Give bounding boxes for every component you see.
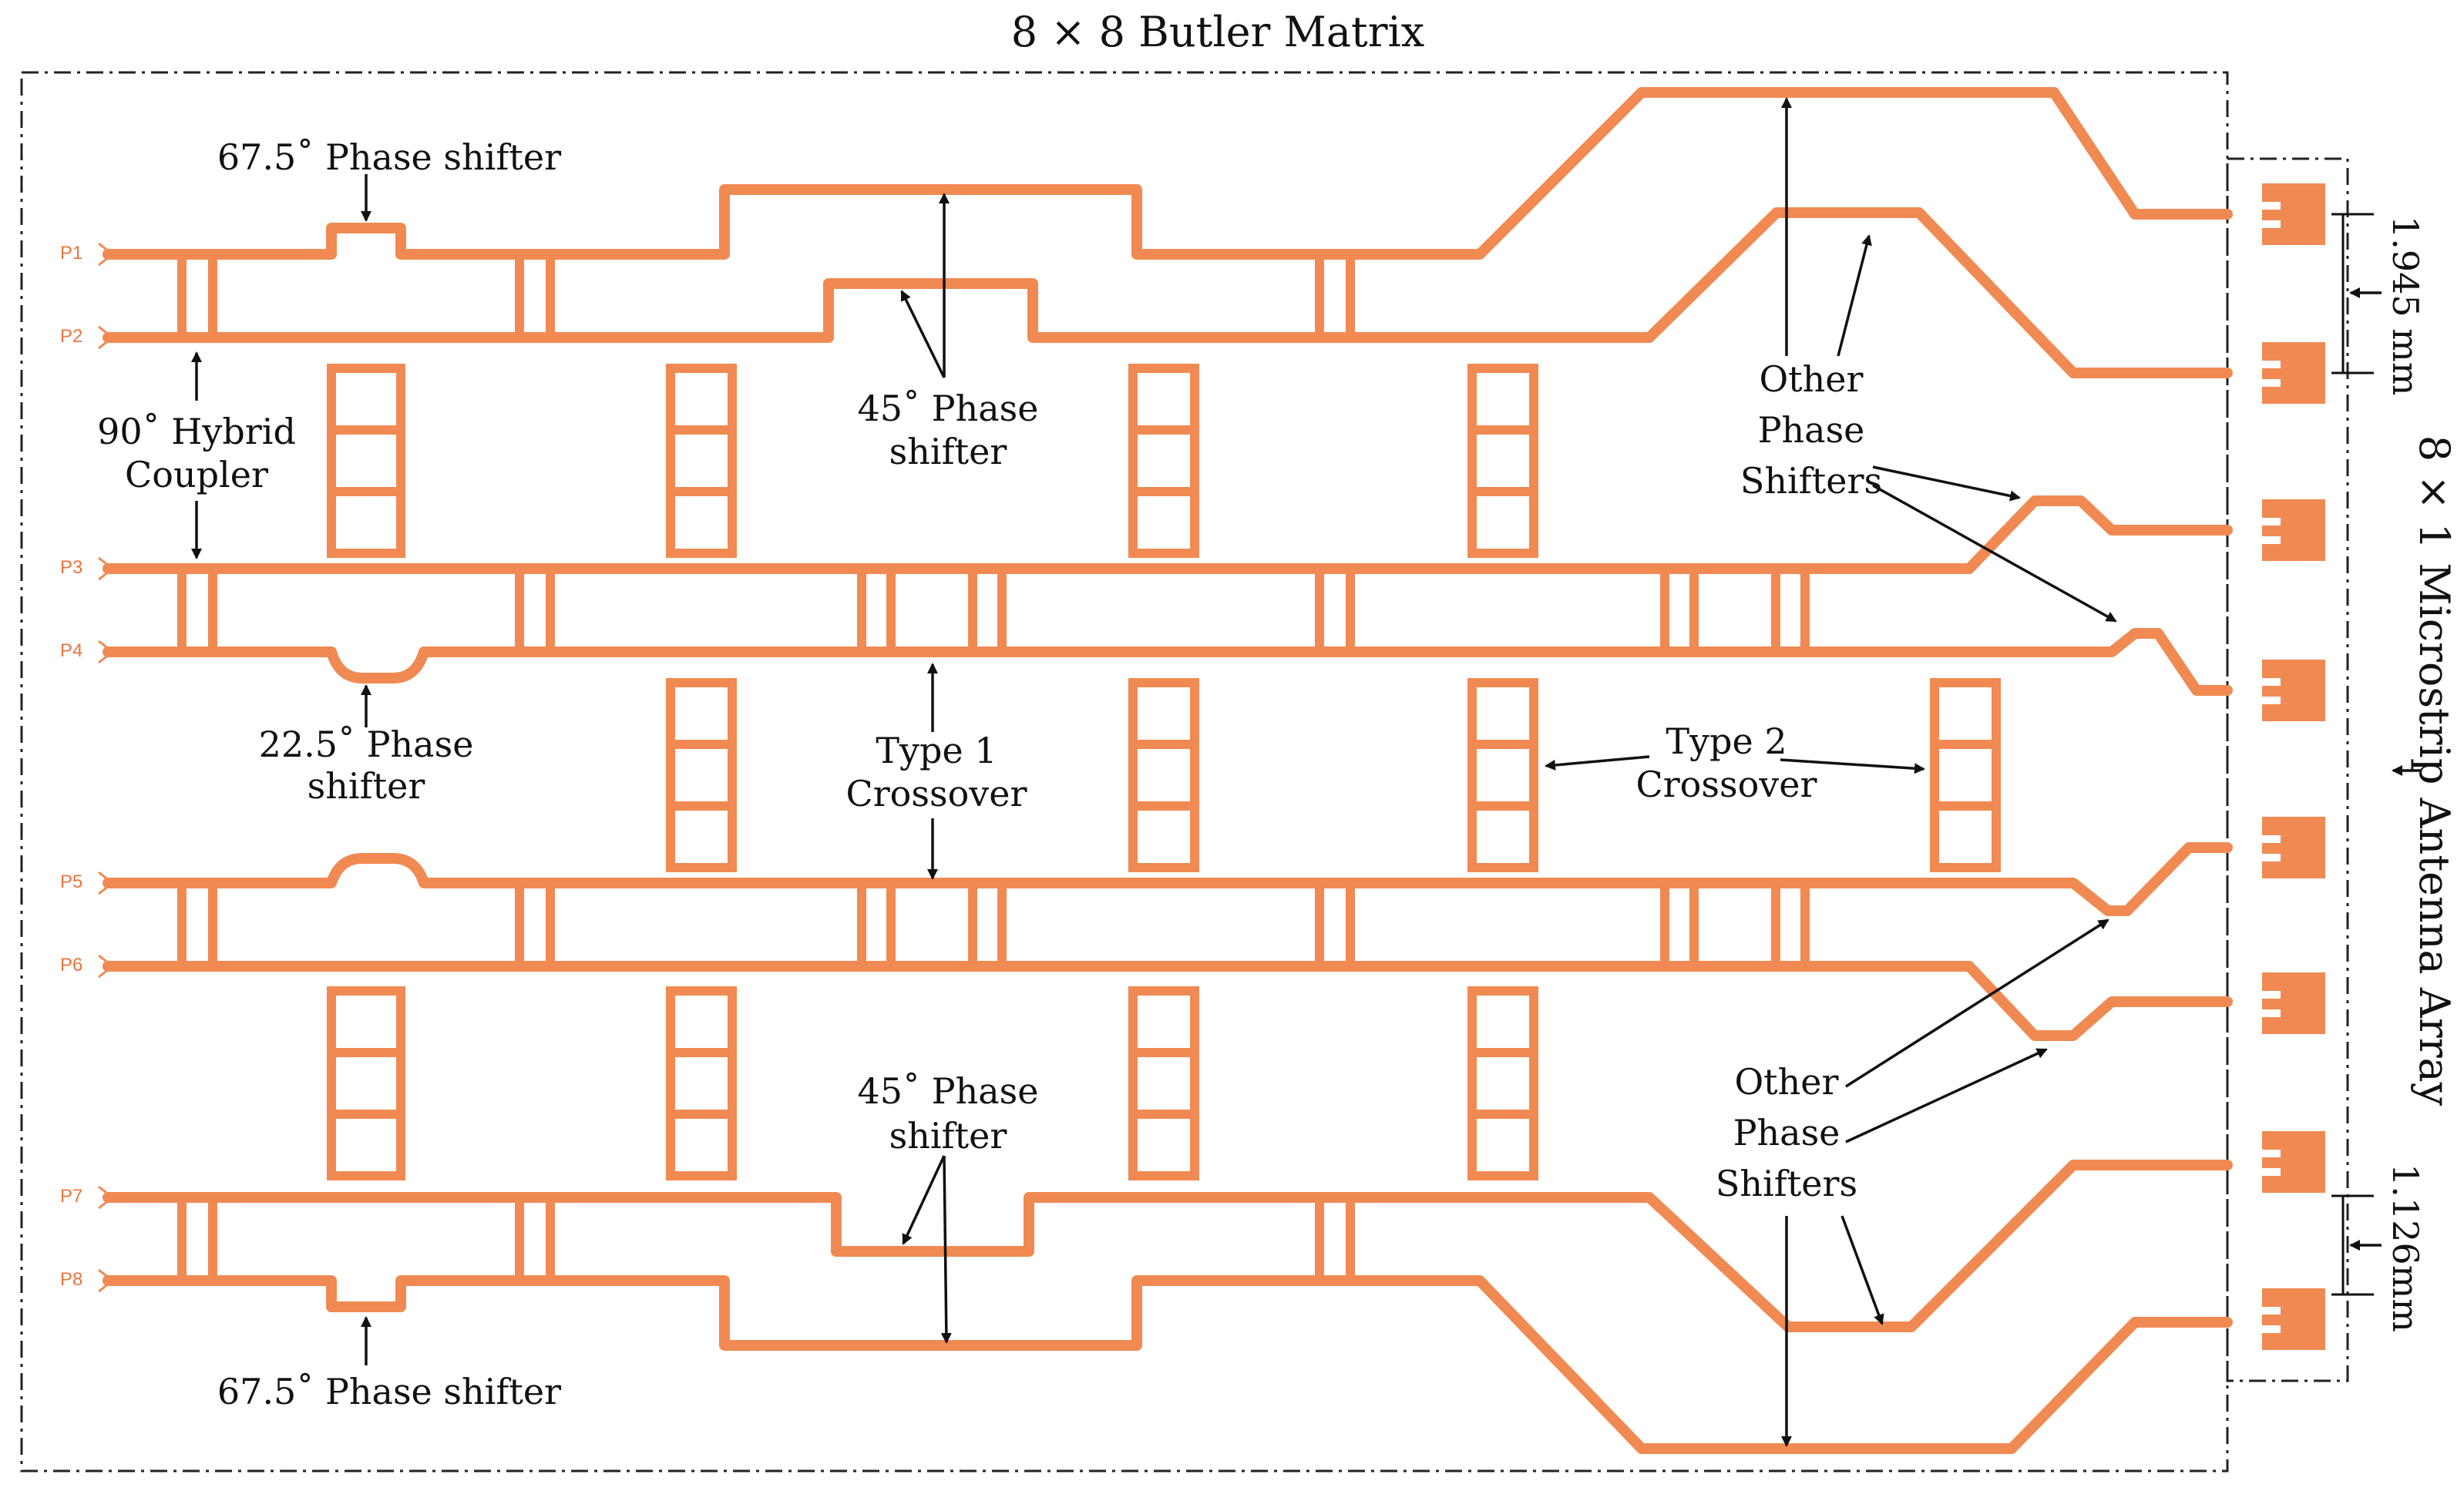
dimension-markers: 1.945 mm 1.126mm — [2331, 213, 2426, 1332]
label-other-bottom-line2: Phase — [1733, 1112, 1840, 1154]
port-label: P8 — [60, 1269, 82, 1290]
label-type2-line2: Crossover — [1636, 764, 1817, 805]
label-other-bottom-line1: Other — [1734, 1061, 1838, 1103]
label-67-5-phase-bottom: 67.5˚ Phase shifter — [217, 1371, 561, 1412]
label-other-top-line3: Shifters — [1740, 460, 1882, 502]
label-hybrid-line1: 90˚ Hybrid — [97, 411, 296, 452]
label-45-phase-bottom-line2: shifter — [889, 1115, 1007, 1157]
label-other-bottom-line3: Shifters — [1716, 1163, 1857, 1204]
label-22-5-phase-line2: shifter — [308, 765, 425, 807]
label-other-top-line1: Other — [1759, 358, 1863, 400]
annotations: 67.5˚ Phase shifter 90˚ Hybrid Coupler 2… — [97, 97, 2117, 1447]
coupler-blocks — [177, 250, 2001, 1285]
dimension-bottom: 1.126mm — [2385, 1164, 2426, 1332]
label-67-5-phase-top: 67.5˚ Phase shifter — [217, 136, 561, 178]
label-hybrid-line2: Coupler — [125, 454, 268, 495]
port-label: P7 — [60, 1186, 82, 1207]
label-type2-line1: Type 2 — [1666, 720, 1787, 762]
label-45-phase-top-line2: shifter — [889, 431, 1007, 472]
dimension-top: 1.945 mm — [2385, 216, 2426, 396]
label-45-phase-bottom-line1: 45˚ Phase — [858, 1070, 1039, 1112]
port-label: P2 — [60, 326, 82, 347]
port-label: P1 — [60, 243, 82, 264]
antenna-elements — [2262, 183, 2325, 1350]
port-label: P3 — [60, 557, 82, 578]
label-type1-line1: Type 1 — [876, 730, 997, 771]
label-type1-line2: Crossover — [846, 773, 1027, 814]
antenna-array-frame — [2226, 157, 2349, 1382]
microstrip-traces — [103, 87, 2233, 1454]
port-label: P5 — [60, 871, 82, 892]
input-ports: P1 P2 P3 P4 P5 P6 P7 P8 — [60, 242, 115, 1293]
port-label: P6 — [60, 955, 82, 976]
diagram-title: 8 × 8 Butler Matrix — [1011, 8, 1425, 56]
port-label: P4 — [60, 640, 82, 661]
label-other-top-line2: Phase — [1758, 409, 1865, 451]
label-22-5-phase-line1: 22.5˚ Phase — [259, 724, 474, 765]
label-45-phase-top-line1: 45˚ Phase — [858, 388, 1039, 429]
